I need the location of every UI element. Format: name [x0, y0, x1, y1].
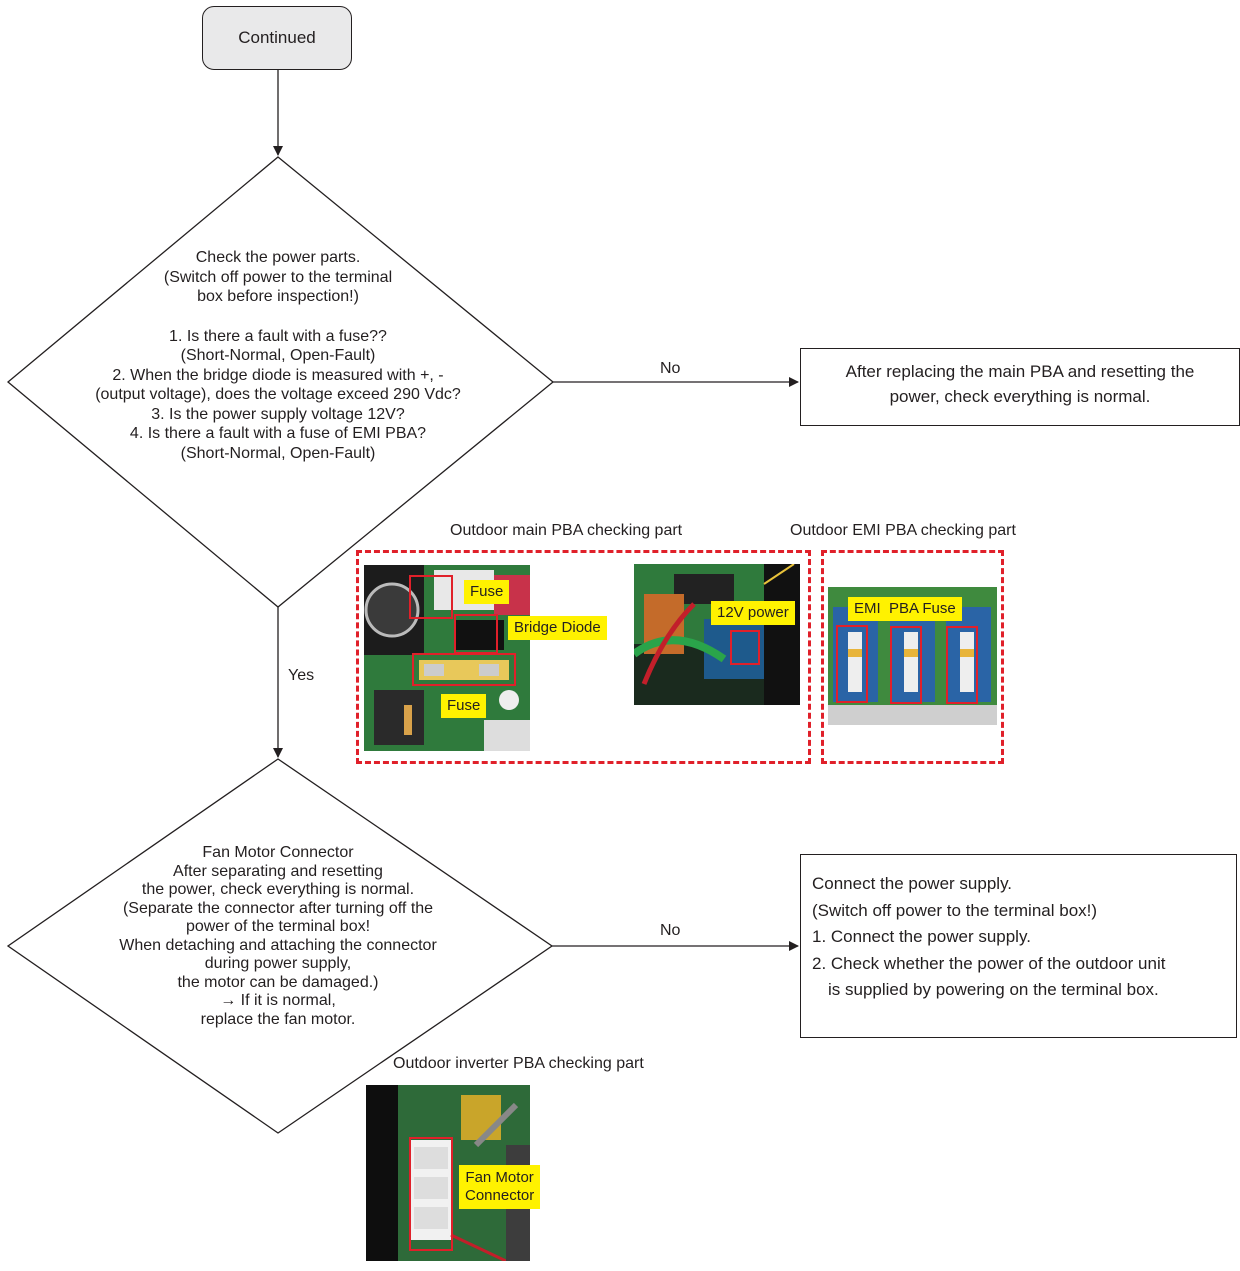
decision2-line: Fan Motor Connector — [202, 844, 354, 861]
emi-pba-caption: Outdoor EMI PBA checking part — [790, 522, 1016, 539]
fan-connector-highlight — [409, 1137, 453, 1251]
fuse-bottom-tag: Fuse — [441, 694, 487, 718]
result2-line: (Switch off power to the terminal box!) — [812, 900, 1098, 920]
decision1-item: (Short-Normal, Open-Fault) — [180, 444, 376, 462]
main-pba-photo-left — [364, 565, 530, 751]
decision2-no-label: No — [660, 922, 681, 939]
result1-line: power, check everything is normal. — [889, 387, 1151, 406]
result1-line: After replacing the main PBA and resetti… — [845, 362, 1195, 381]
bridge-diode-highlight — [454, 614, 498, 654]
result2-box: Connect the power supply. (Switch off po… — [800, 854, 1237, 1038]
decision2-line: replace the fan motor. — [200, 1010, 356, 1028]
emi-fuse-tag: EMI PBA Fuse — [848, 597, 962, 621]
result2-line: 2. Check whether the power of the outdoo… — [812, 953, 1166, 973]
result2-line: Connect the power supply. — [812, 874, 1013, 893]
decision2-line: during power supply, — [204, 955, 352, 972]
fuse-top-highlight — [409, 575, 453, 619]
decision1-item: 2. When the bridge diode is measured wit… — [112, 366, 444, 384]
decision2-text: Fan Motor Connector After separating and… — [70, 844, 486, 1029]
result2-line: 1. Connect the power supply. — [812, 927, 1031, 946]
decision2-line: the motor can be damaged.) — [177, 973, 379, 991]
decision1-item: 3. Is the power supply voltage 12V? — [151, 405, 405, 423]
decision1-item: (output voltage), does the voltage excee… — [95, 386, 461, 403]
main-pba-photo-right — [634, 564, 800, 705]
decision1-no-label: No — [660, 360, 681, 377]
decision1-yes-label: Yes — [288, 667, 315, 684]
fan-connector-tag: Fan Motor Connector — [459, 1165, 541, 1209]
start-terminator: Continued — [202, 6, 352, 70]
decision1-header-line: Check the power parts. — [195, 249, 361, 266]
power-12v-tag: 12V power — [711, 601, 795, 625]
inverter-pba-caption: Outdoor inverter PBA checking part — [393, 1055, 644, 1072]
fuse-bottom-highlight — [412, 653, 516, 686]
emi-fuse-highlight-1 — [836, 625, 868, 703]
bridge-diode-tag: Bridge Diode — [508, 616, 607, 640]
decision1-text: Check the power parts. (Switch off power… — [70, 248, 486, 463]
fan-connector-tag-line: Connector — [465, 1187, 535, 1204]
main-pba-caption: Outdoor main PBA checking part — [450, 522, 683, 539]
decision1-item: 4. Is there a fault with a fuse of EMI P… — [129, 425, 427, 442]
decision1-header-line: box before inspection!) — [197, 288, 359, 305]
fuse-top-tag: Fuse — [464, 580, 510, 604]
main-pba-dashed-frame — [356, 550, 811, 764]
decision2-line: When detaching and attaching the connect… — [119, 936, 437, 954]
decision1-header-line: (Switch off power to the terminal — [163, 268, 393, 286]
fan-connector-tag-line: Fan Motor — [465, 1169, 534, 1186]
decision2-line: → If it is normal, — [220, 992, 336, 1009]
power-12v-highlight — [730, 630, 760, 665]
decision2-diamond — [6, 758, 554, 1134]
emi-fuse-highlight-2 — [890, 626, 922, 704]
decision1-item: 1. Is there a fault with a fuse?? — [169, 327, 387, 345]
main-pba-photo-right-image — [634, 564, 800, 705]
decision2-line: the power, check everything is normal. — [141, 881, 415, 898]
decision2-line: (Separate the connector after turning of… — [122, 899, 434, 917]
decision1-item: (Short-Normal, Open-Fault) — [180, 347, 376, 364]
main-pba-photo-left-image — [364, 565, 530, 751]
emi-pba-dashed-frame — [821, 550, 1004, 764]
emi-fuse-highlight-3 — [946, 626, 978, 704]
decision2-line: power of the terminal box! — [185, 918, 371, 935]
result2-line: is supplied by powering on the terminal … — [828, 980, 1159, 999]
result1-box: After replacing the main PBA and resetti… — [800, 348, 1240, 426]
start-label: Continued — [238, 28, 316, 47]
decision2-line: After separating and resetting — [173, 862, 383, 880]
